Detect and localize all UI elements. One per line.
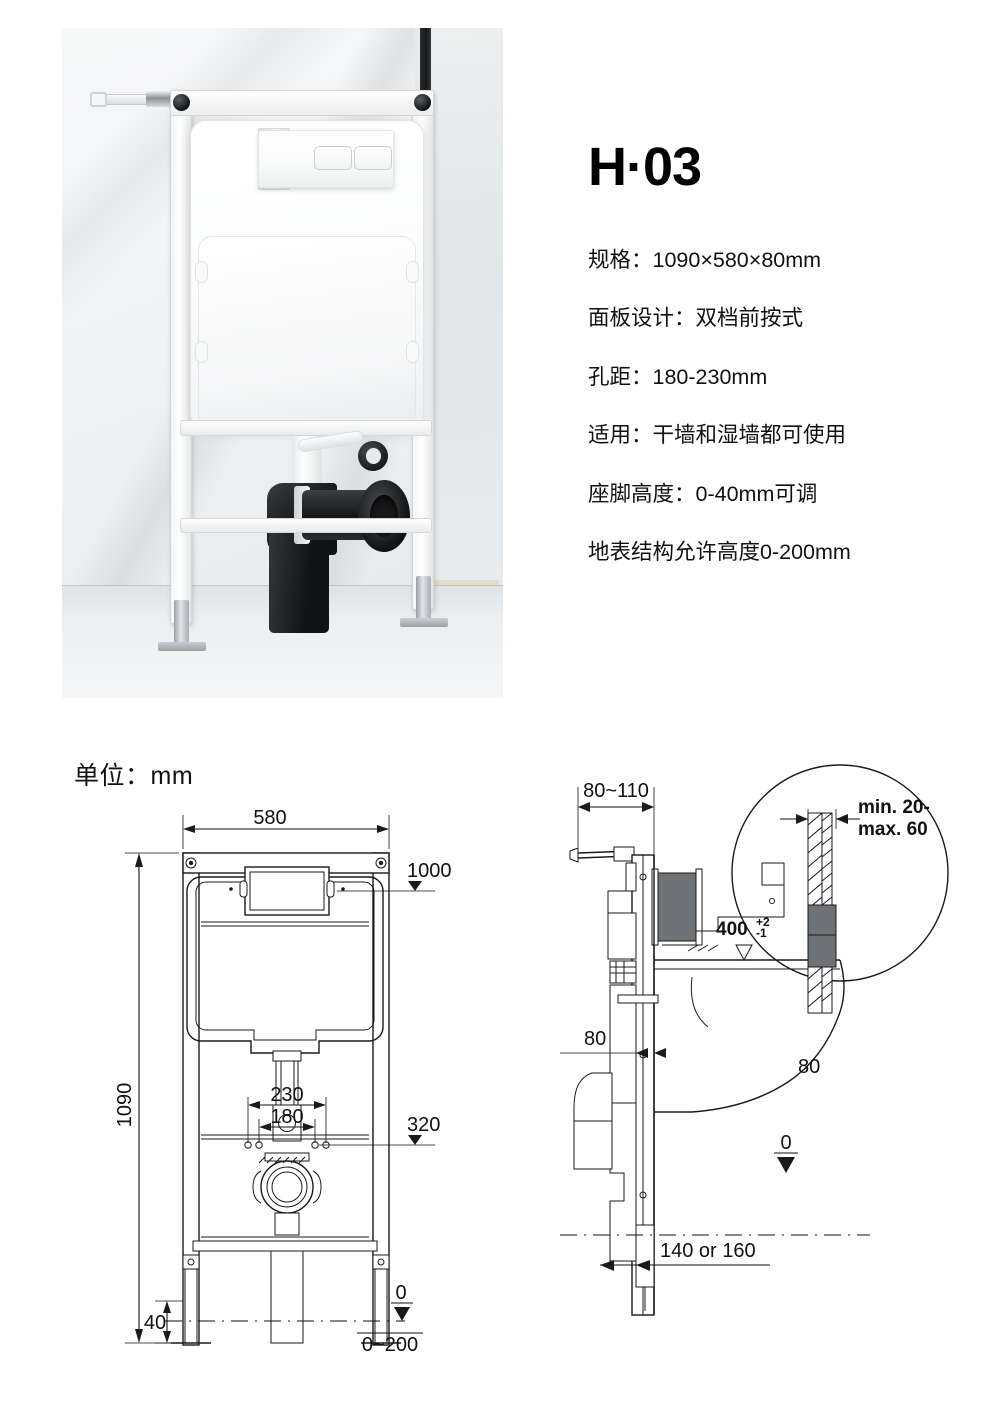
spec-hole-spacing: 孔距：180-230mm [588,364,768,389]
dim-side-wall-offset: 80~110 [583,780,649,802]
specification-block: H·03 规格：1090×580×80mm 面板设计：双档前按式 孔距：180-… [588,140,978,566]
detail-callout-min: min. 20- [858,797,930,818]
glass-door-panel [431,28,503,652]
dim-front-outlet-height: 320 [407,1114,440,1136]
dim-side-outlet-spacing: 140 or 160 [660,1240,756,1262]
dim-side-bowl-tol-plus: +2 [756,915,770,929]
frame-top-rail [170,90,434,116]
dim-side-datum-zero: 0 [780,1132,791,1154]
spec-foot-height: 座脚高度：0-40mm可调 [588,481,818,506]
product-photo [62,28,503,698]
cistern-notch-right-lower [406,341,419,363]
spec-panel-design: 面板设计：双档前按式 [588,306,804,331]
foot-base-plate-right [400,618,448,627]
frame-middle-rail-lower [180,518,432,533]
waste-downpipe [269,533,329,633]
foot-base-plate-left [158,642,206,651]
adjustable-foot-left [174,600,189,644]
cistern-notch-right-upper [406,261,419,283]
dim-side-bowl-tol-minus: -1 [756,926,767,940]
frame-middle-rail-upper [180,420,432,436]
spec-application: 适用：干墙和湿墙都可使用 [588,423,847,448]
concealed-cistern-lower [195,236,419,428]
flush-button-full[interactable] [354,146,392,170]
cistern-notch-left-lower [195,341,208,363]
dim-side-bowl-depth: 80 [798,1056,820,1078]
cistern-notch-left-upper [195,261,208,283]
dim-front-width: 580 [253,807,286,829]
frame-bolt-right [414,94,431,111]
dim-side-frame-depth: 80 [584,1028,606,1050]
detail-callout-max: max. 60 [858,819,928,840]
dim-front-foot-adjust: 40 [144,1312,166,1334]
technical-drawings: 580 1090 1000 320 230 180 40 0 0~200 [0,700,990,1356]
spec-dimensions: 规格：1090×580×80mm [588,248,822,272]
spec-floor-structure-height: 地表结构允许高度0-200mm [588,539,851,564]
rubber-gasket-ring [358,441,388,471]
side-view-drawing: min. 20- max. 60 80~110 80 400 +2 -1 80 … [560,764,949,1316]
waste-outlet-mouth [358,480,410,552]
dim-front-outlet-spacing-inner: 180 [270,1106,303,1128]
frame-bolt-left [173,94,190,111]
unit-label: 单位：mm [74,762,194,790]
wall-bracket-anchor [90,92,107,107]
dim-front-outlet-spacing-outer: 230 [270,1084,303,1106]
flush-button-half[interactable] [314,146,352,170]
dim-side-bowl-height: 400 [716,919,748,940]
dim-front-datum-zero: 0 [395,1282,406,1304]
dim-front-floor-structure: 0~200 [362,1334,418,1356]
dim-front-plate-height: 1000 [407,860,452,882]
dim-front-total-height: 1090 [114,1083,136,1128]
frame-left-upright [170,90,192,624]
model-title: H·03 [588,137,702,197]
adjustable-foot-right [416,576,431,620]
front-view-drawing: 580 1090 1000 320 230 180 40 0 0~200 [114,807,452,1356]
